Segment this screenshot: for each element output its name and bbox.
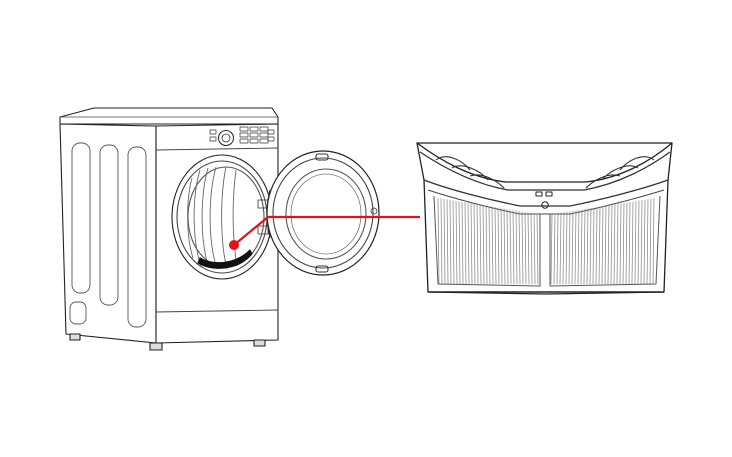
mesh-line: [527, 212, 530, 285]
callout-indicator: [229, 215, 420, 250]
dryer-foot: [253, 339, 266, 347]
mesh-line: [449, 199, 452, 285]
mesh-line: [613, 204, 616, 285]
mesh-line: [622, 202, 625, 285]
mesh-line: [515, 210, 518, 285]
mesh-line: [482, 205, 485, 285]
side-slot-1: [71, 142, 91, 294]
mesh-line: [446, 199, 449, 285]
mesh-line: [583, 208, 586, 285]
mesh-line: [488, 206, 491, 285]
mesh-line: [553, 213, 556, 285]
mesh-line: [562, 212, 565, 285]
mesh-line: [571, 210, 574, 285]
dryer-foot: [149, 342, 163, 351]
mesh-line: [637, 200, 640, 285]
mesh-line: [628, 201, 631, 285]
mesh-line: [646, 199, 649, 285]
front-load-dryer: [59, 107, 380, 351]
handle-grip-left: [435, 156, 505, 189]
filter-center-tab: [535, 191, 543, 197]
mesh-line: [556, 213, 559, 285]
mesh-line: [506, 209, 509, 285]
mesh-line: [521, 211, 524, 285]
side-slot-3: [127, 146, 147, 328]
mesh-line: [616, 203, 619, 285]
mesh-line: [649, 198, 652, 285]
mesh-line: [604, 205, 607, 285]
mesh-line: [580, 209, 583, 285]
mesh-line: [652, 198, 655, 285]
mesh-line: [473, 203, 476, 285]
mesh-line: [479, 204, 482, 285]
mesh-line: [494, 207, 497, 285]
callout-line: [233, 215, 420, 246]
open-door: [266, 150, 380, 276]
mesh-line: [595, 207, 598, 285]
mesh-line: [437, 197, 440, 285]
mesh-line: [550, 213, 553, 285]
mesh-line: [625, 202, 628, 285]
mesh-line: [640, 200, 643, 285]
callout-dot: [229, 240, 239, 250]
mesh-line: [518, 210, 521, 285]
mesh-line: [610, 204, 613, 285]
mesh-line: [452, 200, 455, 285]
mesh-line: [530, 212, 533, 285]
mesh-line: [461, 201, 464, 285]
mesh-line: [470, 203, 473, 285]
mesh-line: [634, 201, 637, 285]
mesh-line: [500, 208, 503, 285]
mesh-line: [458, 201, 461, 285]
dryer-top: [59, 107, 279, 125]
mesh-line: [536, 213, 539, 285]
mesh-line: [601, 206, 604, 285]
mesh-line: [589, 207, 592, 285]
mesh-line: [598, 206, 601, 285]
mesh-line: [443, 198, 446, 285]
mesh-line: [440, 198, 443, 285]
mesh-line: [509, 209, 512, 285]
mesh-line: [491, 206, 494, 285]
side-vent: [69, 301, 87, 325]
mesh-line: [512, 209, 515, 285]
filter-mesh: [437, 197, 655, 285]
mesh-line: [464, 202, 467, 285]
control-knob-icon: [217, 129, 235, 147]
mesh-line: [559, 212, 562, 285]
mesh-line: [619, 203, 622, 285]
mesh-line: [565, 211, 568, 285]
mesh-line: [568, 211, 571, 285]
mesh-line: [524, 211, 527, 285]
mesh-line: [577, 209, 580, 285]
side-slot-2: [99, 144, 119, 306]
lint-filter-slot: [197, 249, 253, 269]
dryer-foot: [69, 333, 81, 341]
mesh-line: [574, 210, 577, 285]
mesh-line: [643, 199, 646, 285]
mesh-line: [533, 213, 536, 285]
mesh-line: [485, 205, 488, 285]
lint-filter: [416, 142, 673, 295]
mesh-line: [476, 204, 479, 285]
control-buttons: [209, 126, 275, 144]
mesh-line: [607, 205, 610, 285]
mesh-line: [586, 208, 589, 285]
mesh-line: [503, 208, 506, 285]
mesh-line: [631, 201, 634, 285]
mesh-line: [592, 207, 595, 285]
mesh-line: [497, 207, 500, 285]
handle-grip-right: [585, 156, 655, 189]
mesh-line: [455, 200, 458, 285]
mesh-line: [467, 202, 470, 285]
lint-filter-frame: [416, 142, 673, 295]
dryer-side-panel: [59, 123, 157, 344]
